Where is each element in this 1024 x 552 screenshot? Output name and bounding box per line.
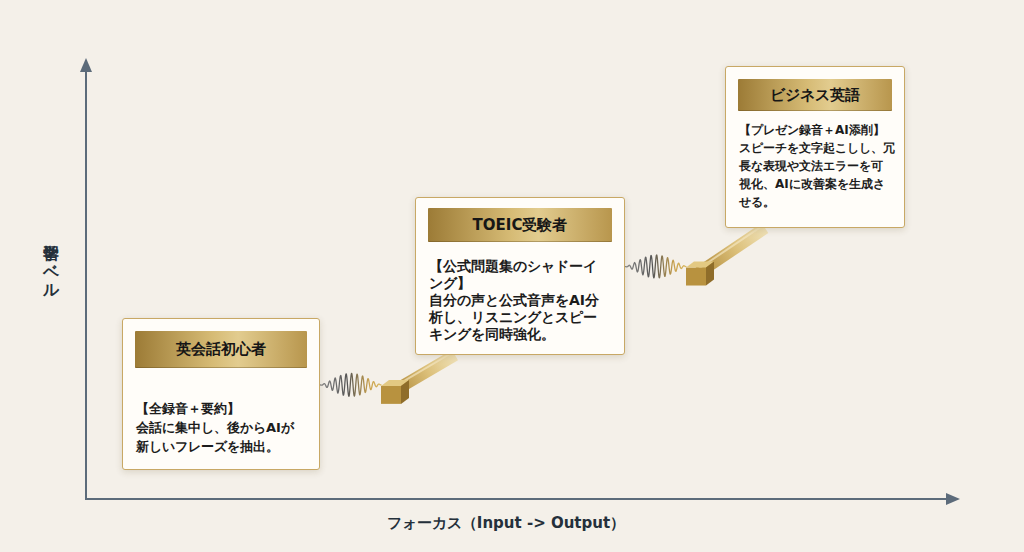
card-heading: TOEIC受験者 [428, 208, 612, 242]
card-body: 【公式問題集のシャドーイ ング】自分の声と公式音声をAI分 析し、リスニングとス… [429, 258, 618, 343]
method-title: 【プレゼン録音＋AI添削】 [739, 121, 898, 139]
level-connector [625, 224, 765, 286]
sound-wave [320, 373, 382, 396]
method-description: 自分の声と公式音声をAI分 析し、リスニングとスピー キングを同時強化。 [429, 292, 618, 343]
y-axis [80, 58, 92, 500]
block-front [381, 386, 401, 404]
block-front [686, 268, 706, 286]
level-card: TOEIC受験者【公式問題集のシャドーイ ング】自分の声と公式音声をAI分 析し… [415, 197, 625, 355]
method-description: 会話に集中し、後からAIが 新しいフレーズを抽出。 [136, 418, 313, 456]
method-title: 【全録音＋要約】 [136, 399, 313, 418]
level-card: 英会話初心者【全録音＋要約】会話に集中し、後からAIが 新しいフレーズを抽出。 [122, 318, 320, 470]
gold-block [686, 262, 714, 286]
method-description: スピーチを文字起こしし、冗 長な表現や文法エラーを可 視化、AIに改善案を生成さ… [739, 139, 898, 211]
card-heading: ビジネス英語 [738, 79, 892, 111]
sound-wave [625, 255, 687, 278]
gold-block [381, 380, 409, 404]
y-axis-label: 学習レベル [40, 232, 61, 291]
method-title: 【公式問題集のシャドーイ ング】 [429, 258, 618, 292]
x-axis-label: フォーカス（Input -> Output） [387, 514, 625, 533]
y-axis-line [85, 68, 87, 500]
level-connector [320, 351, 455, 404]
x-axis-line [85, 498, 950, 500]
x-axis [85, 493, 960, 505]
y-axis-arrowhead [80, 58, 92, 72]
block-side [401, 380, 409, 404]
block-side [706, 262, 714, 286]
card-body: 【全録音＋要約】会話に集中し、後からAIが 新しいフレーズを抽出。 [136, 399, 313, 456]
level-card: ビジネス英語【プレゼン録音＋AI添削】スピーチを文字起こしし、冗 長な表現や文法… [725, 66, 905, 228]
card-body: 【プレゼン録音＋AI添削】スピーチを文字起こしし、冗 長な表現や文法エラーを可 … [739, 121, 898, 211]
card-heading: 英会話初心者 [135, 331, 307, 368]
x-axis-arrowhead [946, 493, 960, 505]
